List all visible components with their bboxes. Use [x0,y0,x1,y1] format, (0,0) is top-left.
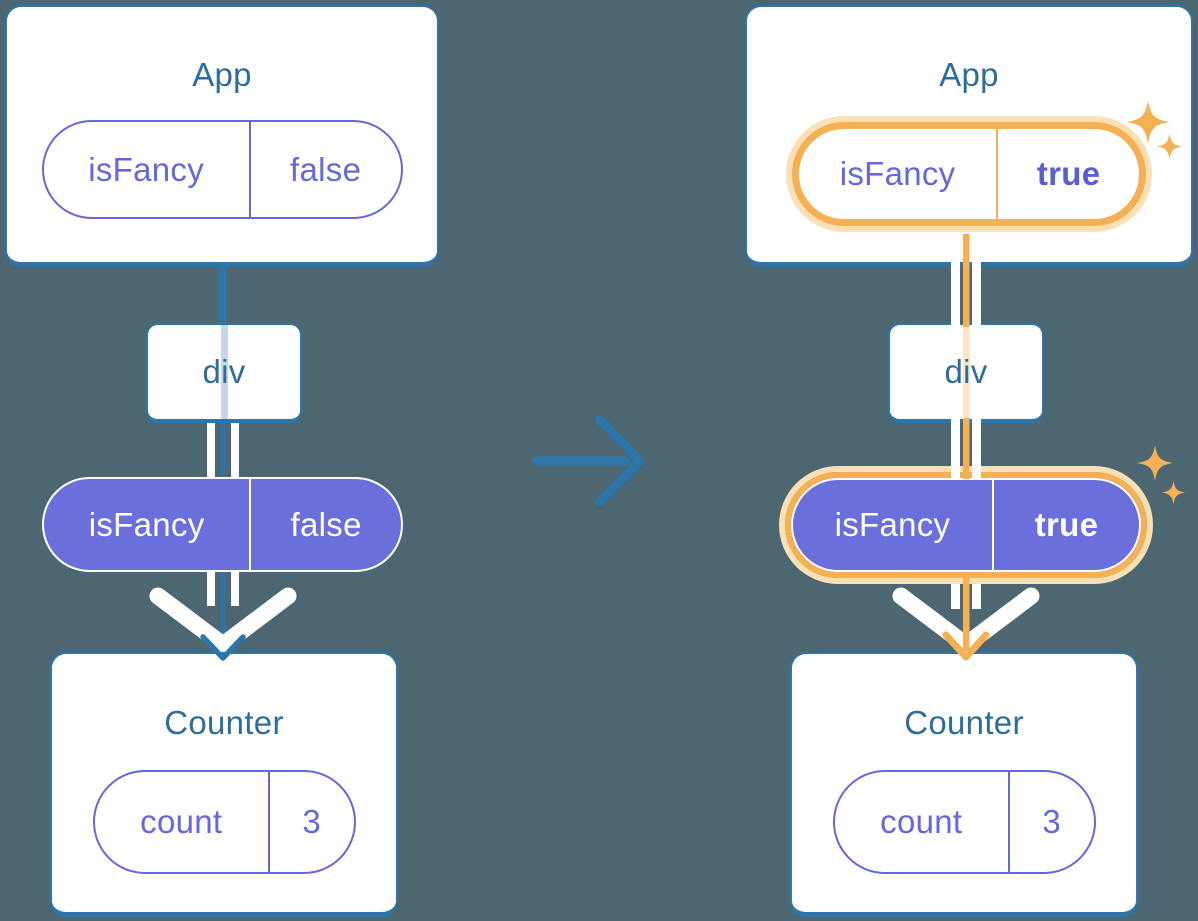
component-title: App [939,56,999,93]
state-name: count [140,803,223,840]
down-arrow-chevron-icon [149,587,297,654]
prop-name: isFancy [88,150,205,188]
down-arrow-chevron-icon [892,587,1040,654]
state-value: 3 [1008,772,1093,872]
right-tree-thread-back [892,577,1040,654]
prop-value: true [991,480,1139,570]
thread-line [962,325,970,419]
component-title: App [192,56,252,93]
state-value: 3 [268,772,353,872]
sparkle-icon [1156,133,1183,160]
div-box-after: div [888,323,1044,423]
prop-value: true [996,129,1139,219]
counter-card-before: Counter count 3 [50,652,398,917]
app-card-after: App isFancy true [745,5,1193,267]
counter-card-after: Counter count 3 [790,652,1138,917]
passed-prop-pill-before: isFancy false [42,477,403,572]
sparkle-icon [1161,480,1186,505]
sparkle-icon [1126,100,1170,144]
sparkle-icon [1136,444,1174,482]
passed-prop-pill-after: isFancy true [791,478,1141,572]
prop-value: false [249,479,401,570]
prop-name: isFancy [88,505,205,543]
prop-pill-highlighted: isFancy true [792,122,1146,226]
div-label: div [944,353,988,390]
transition-right-arrow-icon [532,415,645,507]
prop-name: isFancy [839,155,956,192]
state-pill: count 3 [92,770,356,874]
div-label: div [202,353,246,390]
prop-name: isFancy [834,506,951,543]
right-highlight-thread [951,234,981,651]
state-pill: count 3 [832,770,1096,874]
component-title: Counter [904,704,1024,741]
prop-value: false [248,122,401,217]
passed-prop-pill-after-highlight: isFancy true [785,472,1147,578]
app-card-before: App isFancy false [5,5,439,267]
prop-pill: isFancy false [41,120,403,219]
component-title: Counter [164,704,284,741]
state-name: count [880,803,963,840]
thread-line [220,325,228,419]
div-box-before: div [146,323,302,423]
